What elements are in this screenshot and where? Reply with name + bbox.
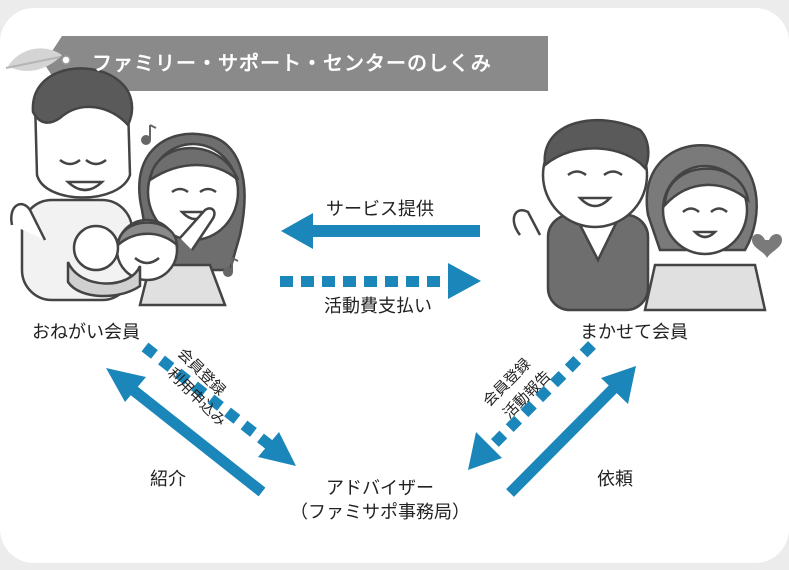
register-left-arrow: [141, 342, 296, 466]
introduce-arrow: [106, 368, 266, 497]
service-arrow: [281, 213, 480, 249]
advisor-label: アドバイザー （ファミサポ事務局）: [290, 477, 470, 525]
advisor-line2: （ファミサポ事務局）: [290, 502, 470, 523]
elderly-couple-illustration: [512, 118, 767, 312]
music-note-icon: [141, 124, 239, 277]
provider-label: まかせて会員: [580, 322, 688, 343]
payment-arrow: [280, 263, 481, 299]
requester-label: おねがい会員: [32, 322, 140, 343]
register-right-arrow: [468, 341, 596, 470]
leaf-icon: [5, 48, 71, 71]
introduce-label: 紹介: [150, 469, 186, 490]
payment-label: 活動費支払い: [324, 296, 432, 317]
page-title: ファミリー・サポート・センターのしくみ: [92, 51, 492, 75]
family-illustration: [10, 67, 246, 307]
service-label: サービス提供: [326, 199, 434, 220]
request-label: 依頼: [597, 469, 633, 490]
title-banner: [5, 36, 548, 91]
request-arrow: [506, 366, 636, 497]
advisor-line1: アドバイザー: [326, 478, 434, 499]
heart-icon: [752, 234, 782, 258]
